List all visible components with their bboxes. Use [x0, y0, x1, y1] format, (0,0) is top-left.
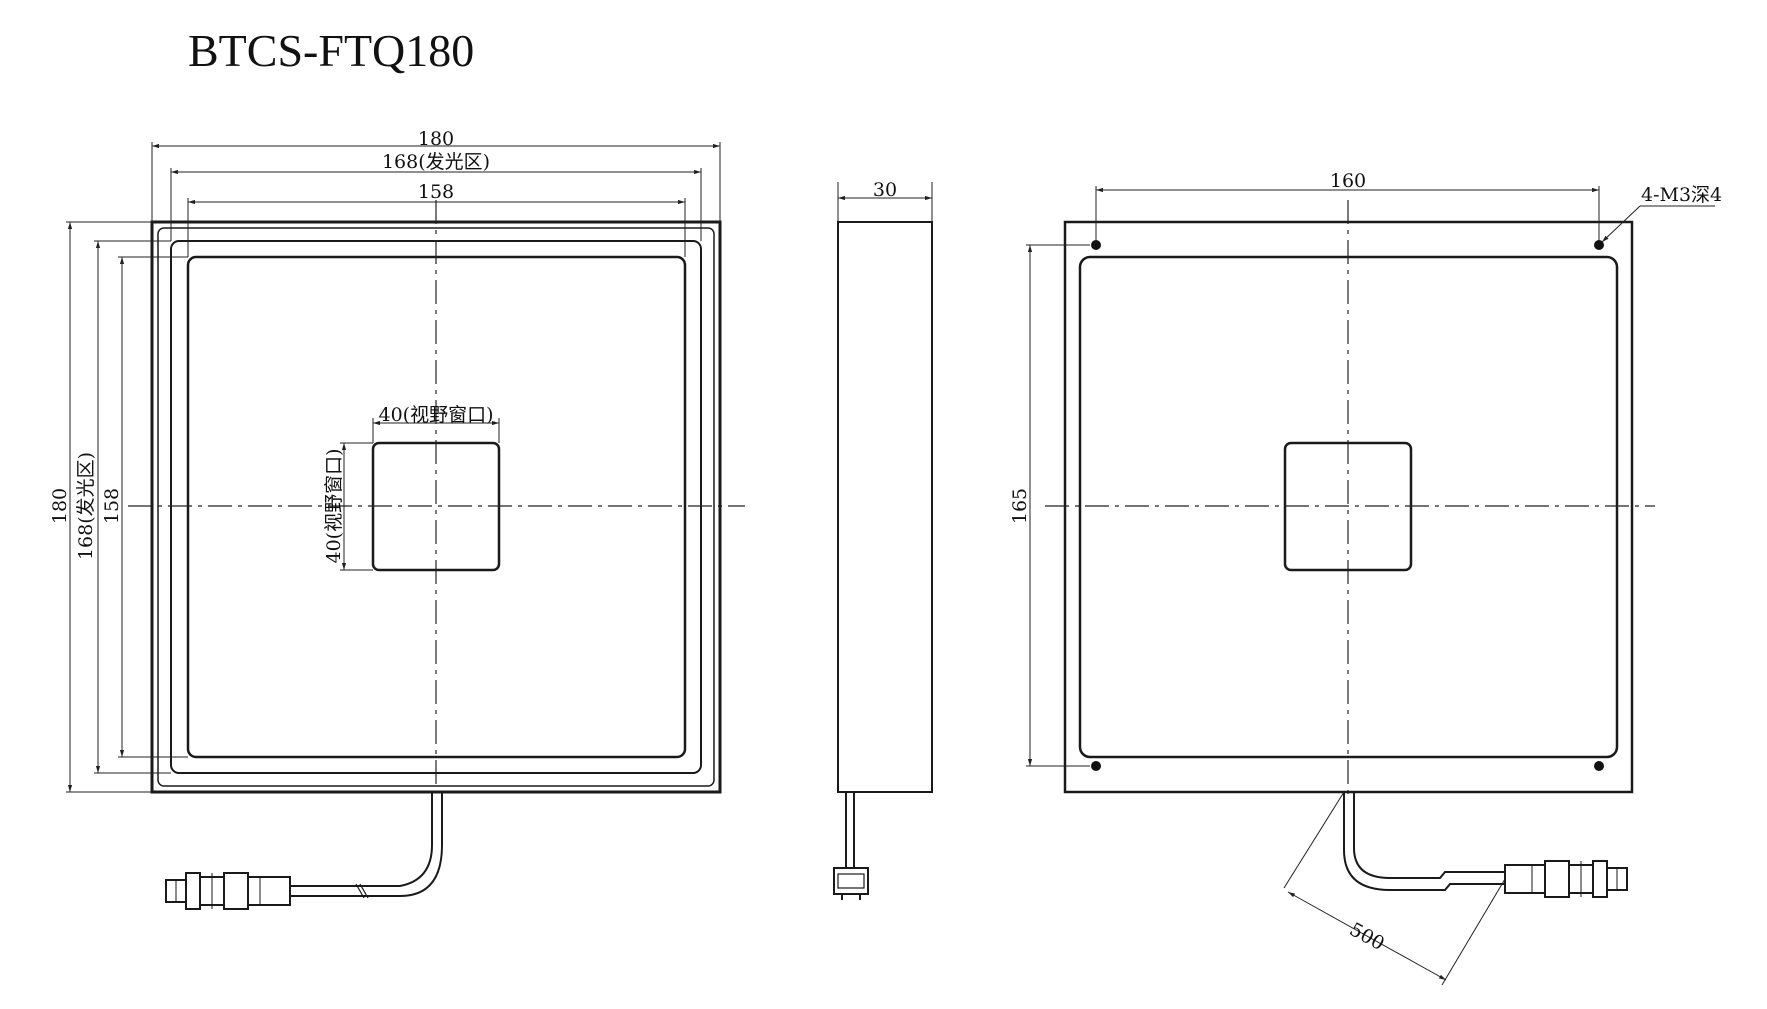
dim-light-width: 168(发光区) [382, 151, 490, 173]
dim-outer-width: 180 [418, 128, 454, 150]
front-cable [290, 792, 443, 899]
front-connector [165, 872, 291, 910]
rear-view: 160 165 4-M3深4 500 [1009, 170, 1722, 986]
front-view: 180 168(发光区) 158 180 168(发光区) 158 40(视野窗… [49, 128, 745, 910]
hole-callout: 4-M3深4 [1641, 184, 1722, 206]
mount-hole-bottom-right [1594, 761, 1604, 771]
dim-window-width: 40(视野窗口) [378, 404, 493, 426]
rear-connector [1504, 860, 1628, 898]
dim-inner-height: 158 [101, 488, 123, 524]
dim-hole-spacing-x: 160 [1330, 170, 1366, 192]
dim-window-height: 40(视野窗口) [323, 448, 345, 563]
mount-hole-top-left [1091, 240, 1101, 250]
side-view: 30 [833, 179, 933, 900]
front-outer-frame [150, 220, 722, 794]
side-body [837, 221, 933, 793]
dim-hole-spacing-y: 165 [1009, 488, 1031, 524]
rear-cable [1343, 792, 1505, 891]
side-cable [833, 792, 869, 900]
rear-outer-frame [1063, 220, 1634, 794]
dim-light-height: 168(发光区) [75, 452, 97, 560]
mount-hole-bottom-left [1091, 761, 1101, 771]
dim-thickness: 30 [873, 179, 897, 201]
dim-outer-height: 180 [49, 488, 71, 524]
mount-hole-top-right [1594, 240, 1604, 250]
drawing-title: BTCS-FTQ180 [188, 25, 474, 76]
dim-cable-length: 500 [1346, 918, 1388, 955]
front-bevel [157, 227, 715, 787]
dim-inner-width: 158 [418, 181, 454, 203]
